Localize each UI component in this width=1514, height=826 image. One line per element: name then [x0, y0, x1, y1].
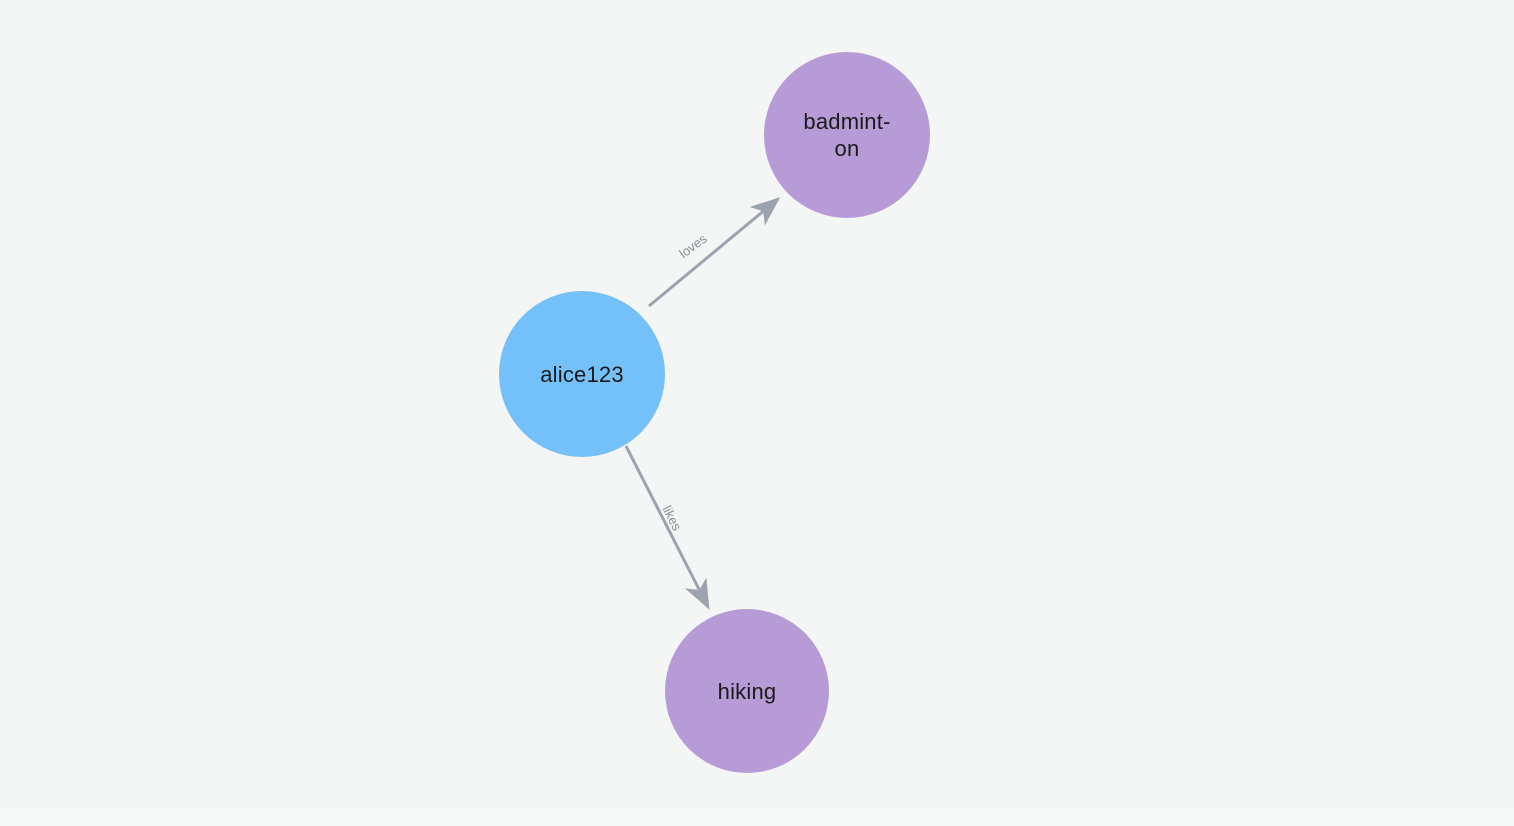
graph-node-alice123[interactable]: alice123 — [499, 291, 665, 457]
graph-node-hiking[interactable]: hiking — [665, 609, 829, 773]
node-label: hiking — [717, 678, 777, 704]
node-label: badmint- on — [803, 109, 891, 161]
edge-alice123-loves-badminton[interactable] — [648, 197, 781, 308]
edge-alice123-likes-hiking[interactable] — [624, 445, 710, 610]
graph-node-badminton[interactable]: badmint- on — [764, 52, 930, 218]
edge-line[interactable] — [648, 197, 781, 308]
node-label: alice123 — [540, 361, 624, 387]
edge-line[interactable] — [624, 445, 710, 610]
canvas-bottom-strip — [0, 808, 1514, 826]
